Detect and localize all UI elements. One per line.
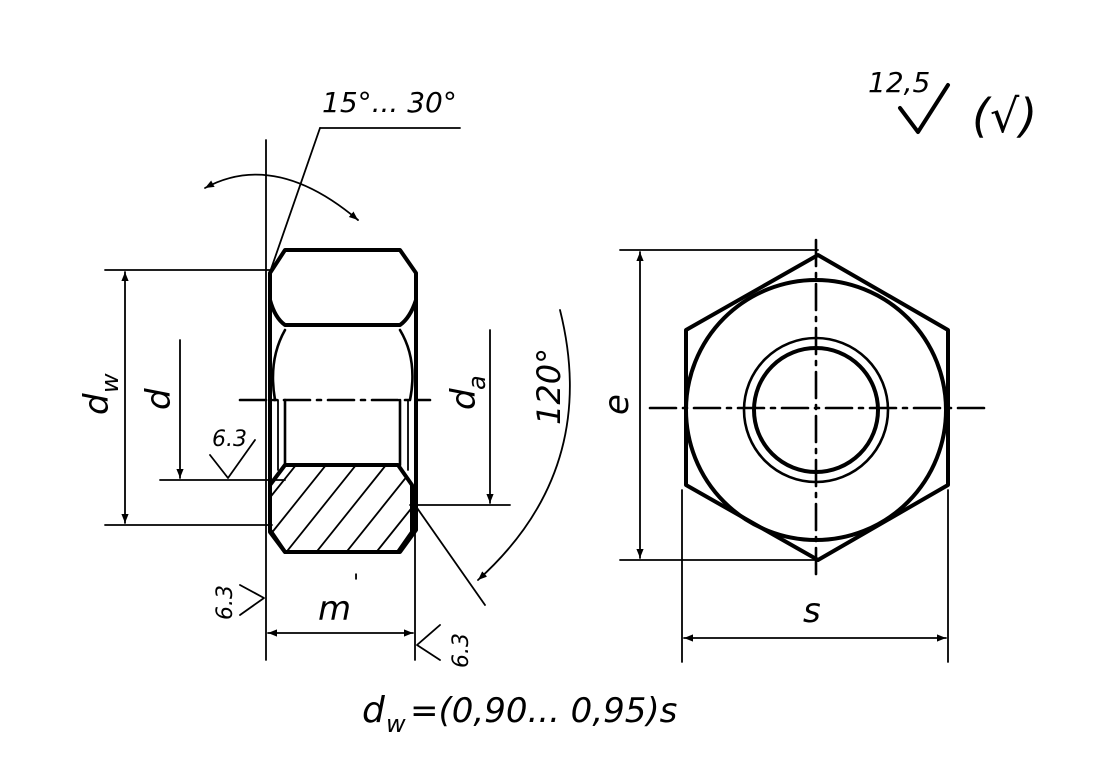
svg-text:(√): (√): [972, 89, 1037, 143]
m-tick: ': [353, 571, 359, 596]
svg-text:120°: 120°: [530, 348, 568, 425]
flank-curve-left: [271, 328, 287, 402]
flank-curve-right: [398, 328, 414, 402]
svg-text:d: d: [77, 393, 117, 415]
svg-text:12,5: 12,5: [868, 66, 930, 99]
section-outline: [268, 463, 414, 554]
dw-label: d w: [77, 373, 124, 415]
svg-text:d: d: [444, 388, 484, 410]
chamfer-band-top: [268, 298, 418, 327]
angle-range-label: 15°... 30°: [322, 86, 457, 119]
svg-text:=(0,90... 0,95)s: =(0,90... 0,95)s: [410, 691, 677, 731]
svg-text:w: w: [386, 710, 406, 738]
s-label: s: [803, 591, 821, 631]
cone-angle-arc: [477, 309, 571, 581]
chamfer-angle-arc: [204, 173, 359, 221]
svg-text:6.3: 6.3: [449, 633, 474, 668]
roughness-symbol-left: 6.3: [213, 584, 265, 620]
formula: d w =(0,90... 0,95)s: [362, 690, 677, 738]
svg-text:d: d: [139, 388, 179, 410]
roughness-symbol-bore: 6.3: [209, 427, 256, 479]
svg-text:d: d: [362, 690, 386, 731]
side-view: [238, 248, 432, 554]
svg-text:w: w: [96, 373, 124, 393]
front-view: [648, 238, 987, 577]
angle-120-label: 120°: [530, 348, 568, 425]
svg-text:6.3: 6.3: [213, 585, 238, 620]
svg-text:6.3: 6.3: [212, 427, 247, 452]
cone-angle-line: [414, 504, 486, 606]
d-label: d: [139, 388, 179, 410]
e-label: e: [597, 394, 637, 415]
svg-text:e: e: [597, 394, 637, 415]
m-label: m: [318, 589, 351, 629]
general-roughness-mark: 12,5 (√): [868, 66, 1037, 143]
da-label: d a: [444, 375, 491, 410]
roughness-symbol-right: 6.3: [416, 624, 474, 668]
svg-text:a: a: [463, 375, 491, 390]
